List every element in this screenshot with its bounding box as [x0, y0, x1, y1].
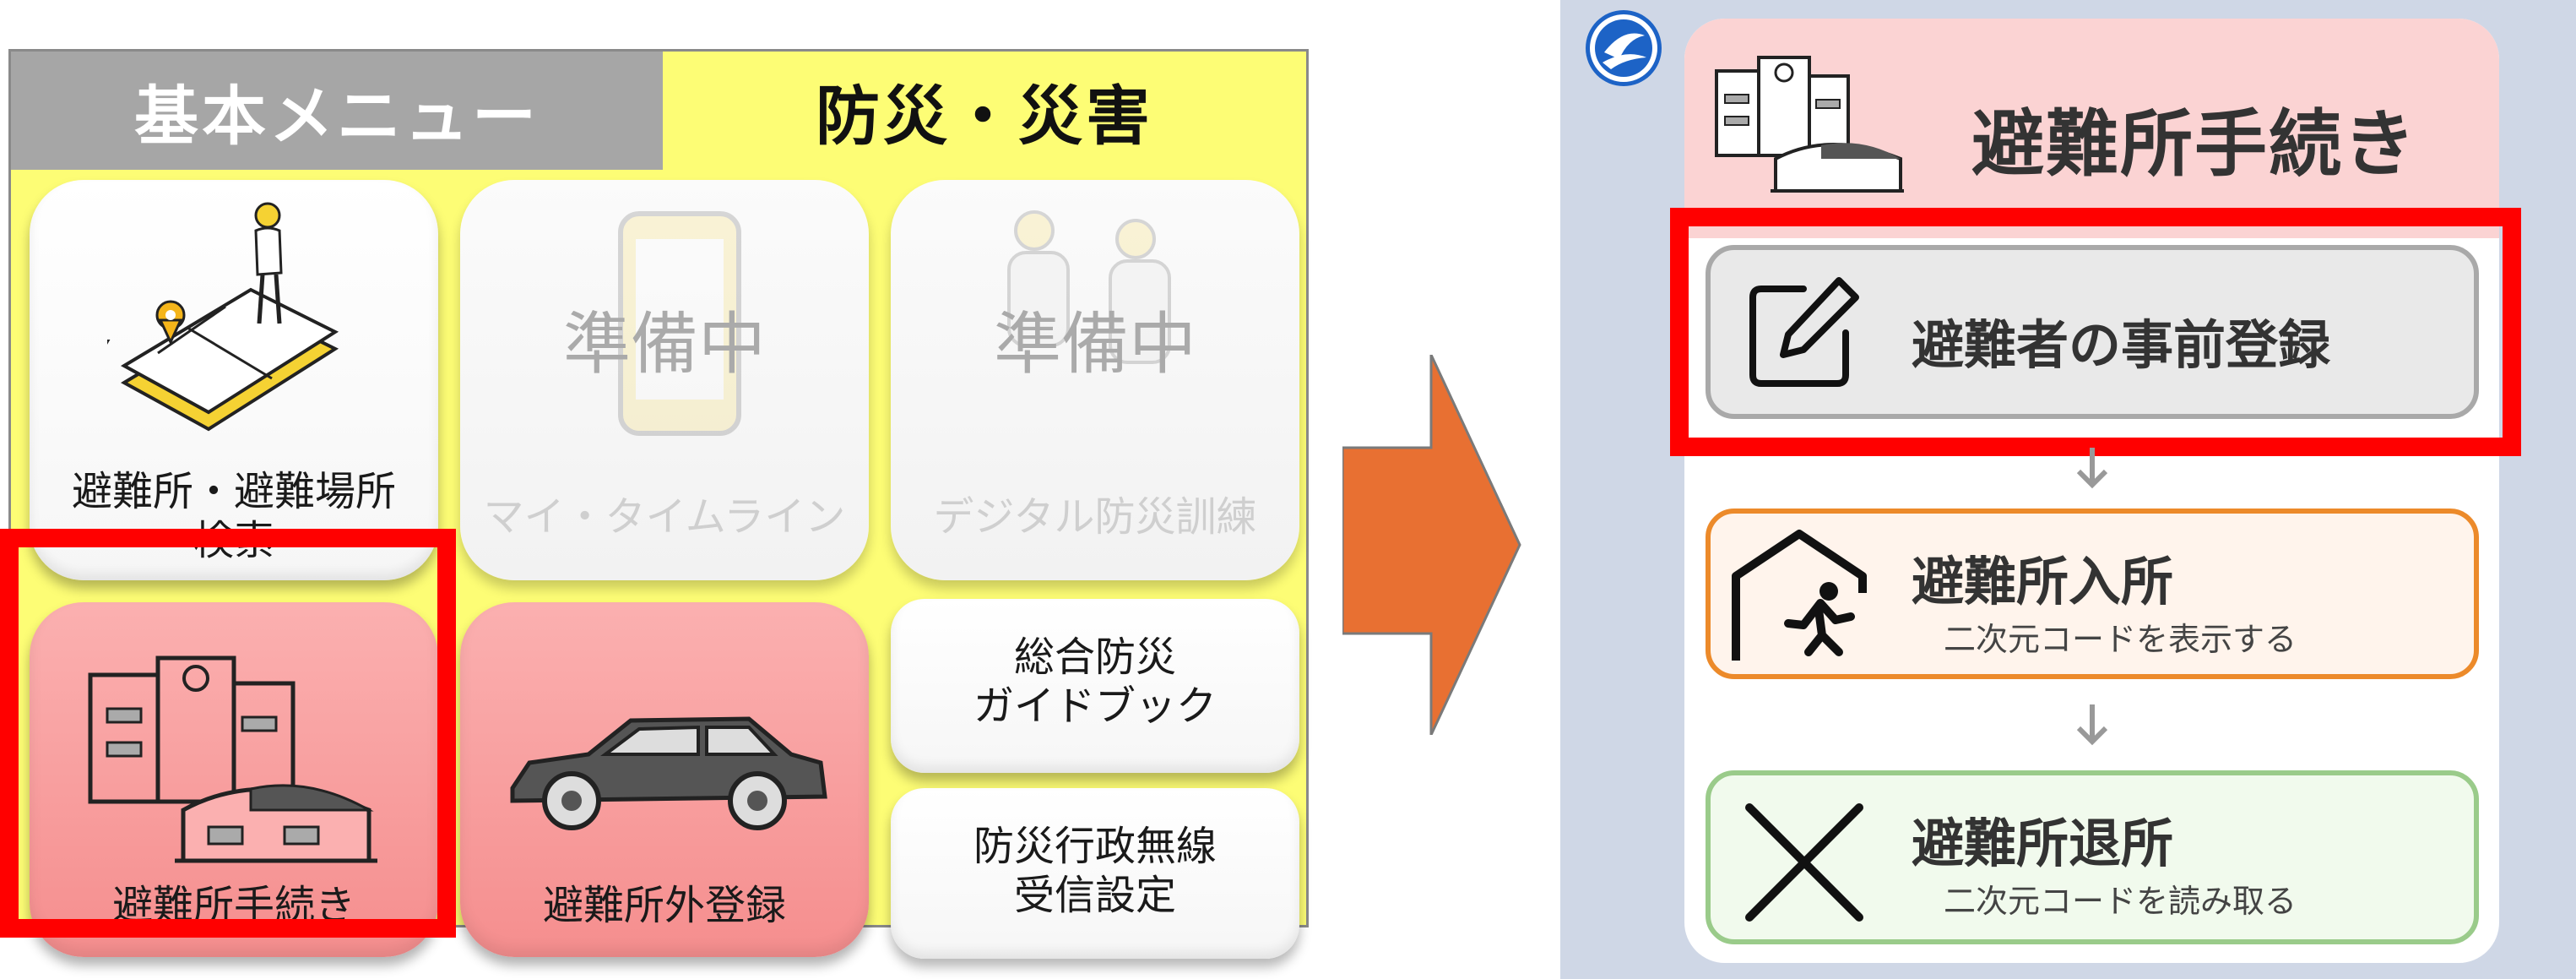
right-arrow-icon [1342, 355, 1521, 735]
hikers-illustration-icon [1007, 210, 1171, 364]
down-arrow-icon [2076, 704, 2108, 746]
disaster-guidebook-button[interactable]: 総合防災 ガイドブック [891, 599, 1299, 773]
drill-label: デジタル防災訓練 [933, 493, 1257, 541]
timeline-status: 準備中 [563, 305, 766, 383]
highlight-shelter-procedure [0, 529, 456, 938]
shelter-procedure-button[interactable]: 避難所手続き [30, 602, 438, 957]
down-arrow-icon [2076, 448, 2108, 489]
disaster-menu-panel: 基本メニュー 防災・災害 避難所・避難場所 検索 準備中 マイ・タイムライン [8, 49, 1309, 959]
shelter-search-button[interactable]: 避難所・避難場所 検索 [30, 180, 438, 580]
outside-registration-label: 避難所外登録 [542, 882, 786, 929]
city-logo-icon [1586, 10, 1662, 86]
my-timeline-button: 準備中 マイ・タイムライン [460, 180, 869, 580]
shelter-exit-button[interactable]: 避難所退所 二次元コードを読み取る [1706, 770, 2479, 944]
shelter-entry-button[interactable]: 避難所入所 二次元コードを表示する [1706, 509, 2479, 679]
tab-basic-menu[interactable]: 基本メニュー [11, 52, 663, 170]
card-title: 避難所手続き [1971, 102, 2417, 187]
shelter-building-icon [1715, 56, 1904, 193]
shelter-exit-title: 避難所退所 [1912, 813, 2174, 874]
guidebook-label: 総合防災 ガイドブック [973, 634, 1217, 730]
tab-disaster[interactable]: 防災・災害 [816, 79, 1153, 154]
digital-drill-button: 準備中 デジタル防災訓練 [891, 180, 1299, 580]
drill-status: 準備中 [994, 305, 1196, 383]
enter-house-icon [1732, 530, 1867, 661]
highlight-pre-registration [1670, 208, 2521, 456]
radio-settings-button[interactable]: 防災行政無線 受信設定 [891, 788, 1299, 959]
car-icon [510, 716, 827, 830]
pre-registration-button[interactable]: 避難者の事前登録 [1706, 245, 2479, 419]
card-header: 避難所手続き [1684, 19, 2499, 238]
timeline-label: マイ・タイムライン [483, 493, 846, 541]
shelter-entry-subtitle: 二次元コードを表示する [1944, 621, 2297, 658]
shelter-building-icon [88, 655, 377, 863]
phone-illustration-icon [618, 211, 741, 436]
close-x-icon [1745, 803, 1863, 922]
shelter-search-label: 避難所・避難場所 検索 [71, 468, 396, 564]
shelter-exit-subtitle: 二次元コードを読み取る [1944, 883, 2297, 920]
edit-icon [1749, 277, 1859, 387]
shelter-entry-title: 避難所入所 [1912, 551, 2174, 612]
map-search-illustration-icon [107, 202, 339, 432]
pre-registration-title: 避難者の事前登録 [1912, 314, 2331, 376]
outside-shelter-registration-button[interactable]: 避難所外登録 [460, 602, 869, 957]
radio-settings-label: 防災行政無線 受信設定 [973, 823, 1217, 919]
